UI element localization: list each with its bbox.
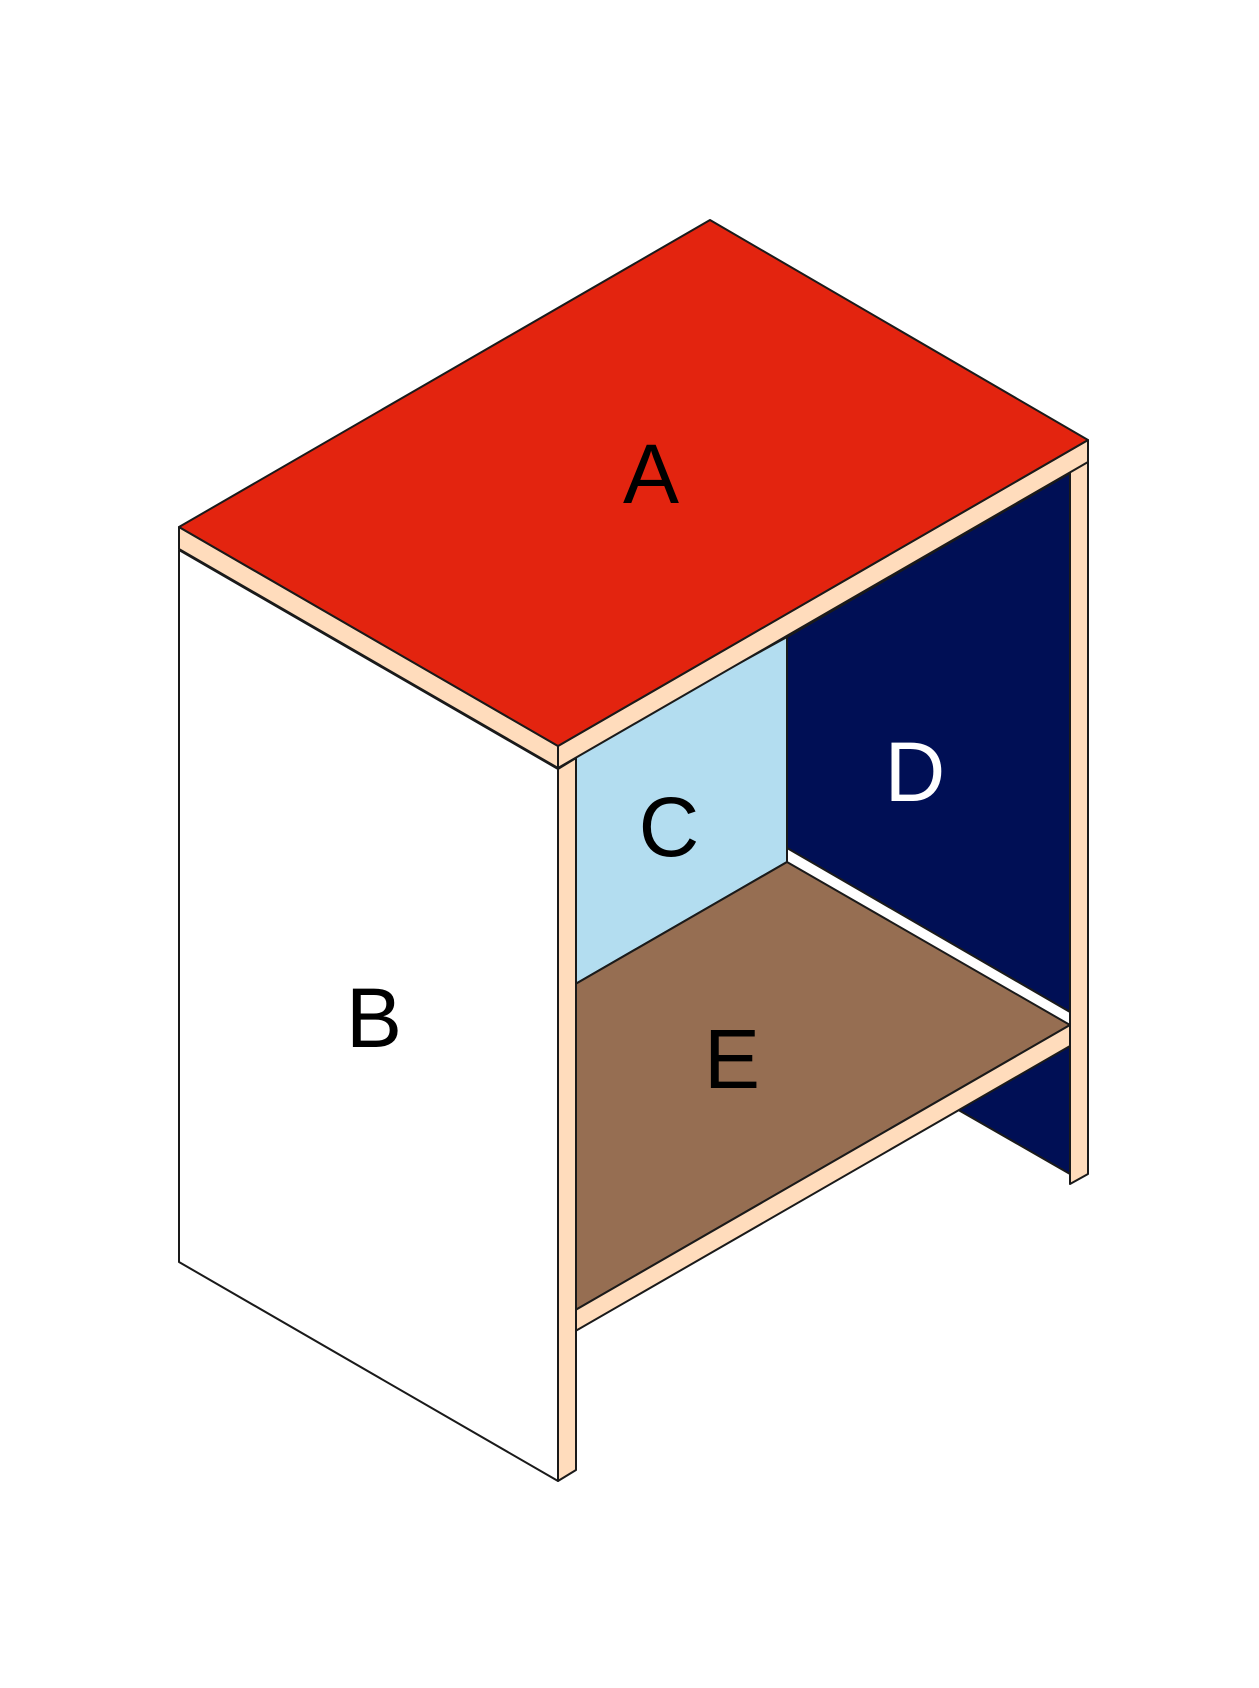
label-e: E: [704, 1012, 760, 1106]
label-a: A: [623, 427, 679, 521]
label-b: B: [346, 971, 402, 1065]
left-panel-front-edge: [557, 757, 577, 1482]
label-d: D: [885, 725, 946, 819]
label-c: C: [639, 780, 700, 874]
top-panel-a: [178, 219, 1089, 747]
right-side-edge: [1069, 451, 1089, 1185]
